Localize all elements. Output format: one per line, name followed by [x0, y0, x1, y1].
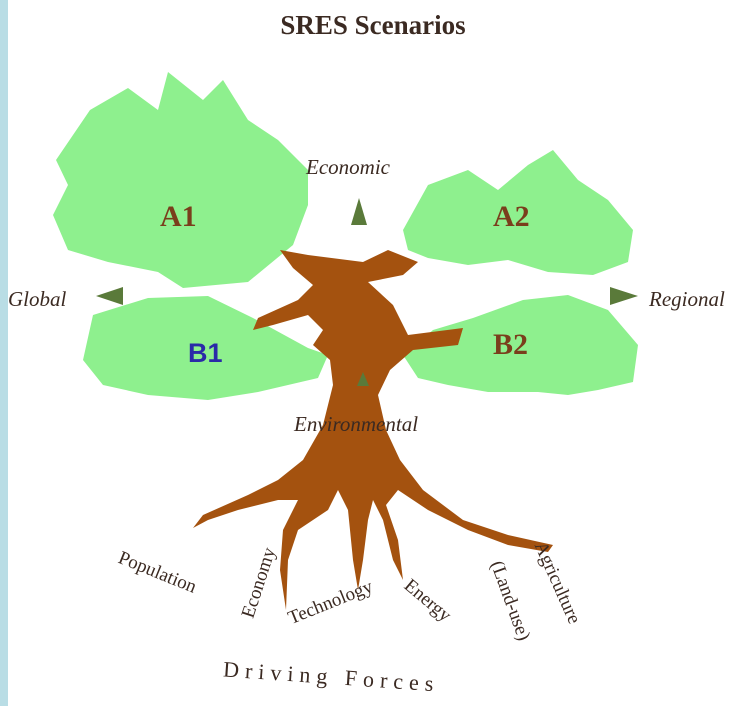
tree-trunk	[193, 250, 553, 610]
diagram-frame: SRES Scenarios Economic Global Regional …	[8, 0, 738, 706]
foliage-b2	[403, 295, 638, 395]
label-environmental: Environmental	[294, 412, 419, 436]
scenario-a2: A2	[493, 200, 530, 233]
diagram-title: SRES Scenarios	[280, 10, 466, 40]
scenario-a1: A1	[160, 200, 197, 233]
tree-diagram	[53, 72, 638, 610]
environmental-arrow-icon	[357, 372, 369, 386]
foliage-b1	[83, 296, 328, 400]
global-arrow-icon	[96, 287, 123, 305]
label-economic: Economic	[306, 155, 390, 179]
scenario-b1: B1	[188, 338, 223, 368]
scenario-b2: B2	[493, 328, 529, 361]
label-regional: Regional	[649, 287, 725, 311]
foliage-a2	[403, 150, 633, 275]
foliage-a1	[53, 72, 308, 288]
regional-arrow-icon	[610, 287, 638, 305]
label-global: Global	[8, 287, 67, 311]
economic-arrow-icon	[351, 198, 367, 225]
